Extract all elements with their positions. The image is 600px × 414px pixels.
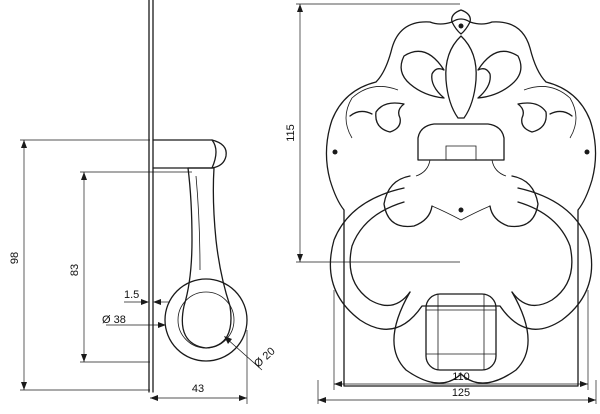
front-dimensions: 115 110 125	[285, 3, 597, 404]
dim-125: 125	[452, 387, 470, 399]
dim-83: 83	[69, 264, 81, 276]
dim-1-5: 1.5	[124, 289, 139, 301]
dim-115: 115	[285, 124, 297, 142]
side-view	[148, 0, 248, 393]
dim-110: 110	[452, 371, 470, 383]
dim-dia-20: Ø 20	[252, 345, 278, 370]
side-dimensions: 98 83 1.5 Ø 38 Ø 20 43	[9, 139, 278, 404]
dim-dia-38: Ø 38	[102, 314, 126, 326]
front-view	[325, 9, 597, 387]
dim-98: 98	[9, 252, 21, 264]
dim-43: 43	[192, 383, 204, 395]
